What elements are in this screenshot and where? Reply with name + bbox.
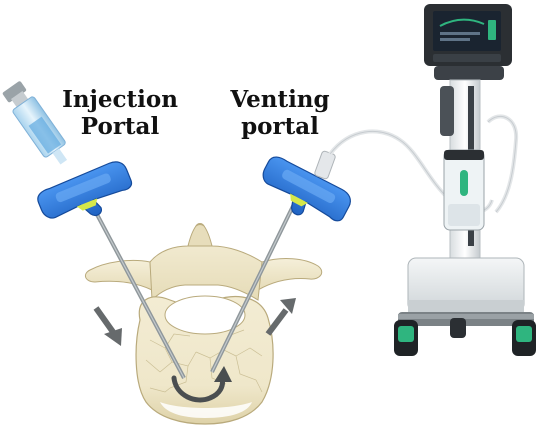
cement-delivery-console bbox=[394, 4, 536, 356]
downward-arrow-icon bbox=[93, 306, 122, 346]
injection-portal-handle bbox=[37, 161, 133, 219]
left-transverse-process bbox=[84, 259, 153, 291]
wheel-back bbox=[450, 318, 466, 338]
curved-flow-arrow-head bbox=[214, 366, 232, 382]
spinous-process bbox=[187, 224, 213, 247]
wheel-front-right bbox=[512, 320, 536, 356]
upward-arrow-icon bbox=[265, 298, 296, 336]
spinal-canal bbox=[164, 295, 246, 335]
cortical-highlight bbox=[160, 402, 252, 418]
venting-portal-label: Venting portal bbox=[226, 86, 334, 140]
injection-portal-label: Injection Portal bbox=[60, 86, 180, 140]
vertebra bbox=[84, 223, 323, 425]
syringe-icon bbox=[2, 81, 68, 165]
injection-label-line2: Portal bbox=[80, 113, 160, 140]
curved-flow-arrow-icon bbox=[171, 375, 225, 403]
right-transverse-process bbox=[257, 258, 323, 291]
console-side-tube bbox=[486, 114, 519, 214]
venting-needle-highlight bbox=[211, 199, 297, 373]
injection-label-line1: Injection bbox=[62, 86, 178, 113]
venting-portal-handle bbox=[262, 156, 351, 222]
venting-label-line2: portal bbox=[241, 113, 319, 140]
injection-needle-highlight bbox=[91, 204, 185, 379]
venting-label-line1: Venting bbox=[230, 86, 330, 113]
wheel-front-left bbox=[394, 320, 418, 356]
venting-connector bbox=[314, 150, 336, 180]
